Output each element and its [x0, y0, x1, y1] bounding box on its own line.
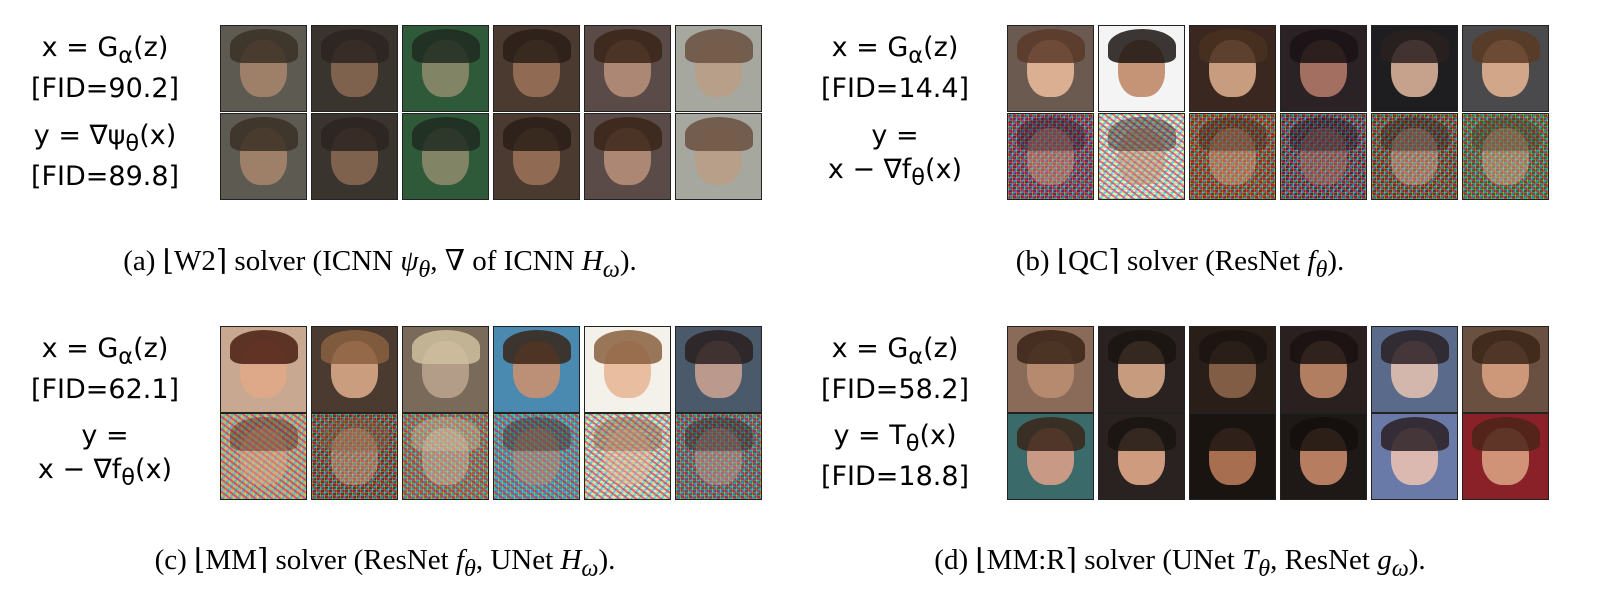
face-image	[493, 326, 580, 413]
face-image	[584, 113, 671, 200]
label-line-1: y = Tθ(x)	[833, 419, 957, 457]
row-label: x = Gα(z) [FID=90.2]	[0, 25, 210, 112]
noisy-image	[1462, 113, 1549, 200]
face-image	[493, 113, 580, 200]
face-image	[1098, 25, 1185, 112]
noisy-image	[1007, 113, 1094, 200]
face-image	[1189, 326, 1276, 413]
face-image	[1462, 25, 1549, 112]
label-line-1: x = Gα(z)	[41, 332, 169, 370]
panel-b-row-generated: x = Gα(z) [FID=14.4]	[790, 25, 1550, 112]
face-image	[1371, 25, 1458, 112]
label-line-2: [FID=18.8]	[820, 461, 970, 493]
label-line-1: y = ∇ψθ(x)	[33, 119, 177, 157]
panel-d-row-mapped: y = Tθ(x) [FID=18.8]	[790, 413, 1550, 500]
noisy-image	[675, 413, 762, 500]
face-image	[1280, 326, 1367, 413]
panel-c-row-mapped: y = x − ∇fθ(x)	[0, 413, 762, 500]
image-strip	[1007, 25, 1549, 112]
noisy-image	[311, 413, 398, 500]
face-image	[311, 113, 398, 200]
noisy-image	[220, 413, 307, 500]
face-image	[220, 25, 307, 112]
image-strip	[220, 413, 762, 500]
face-image	[1371, 413, 1458, 500]
face-image	[402, 25, 489, 112]
face-image	[1462, 326, 1549, 413]
caption-c: (c) ⌊MM⌉ solver (ResNet fθ, UNet Hω).	[154, 544, 616, 582]
face-image	[675, 113, 762, 200]
face-image	[311, 25, 398, 112]
row-label: y = x − ∇fθ(x)	[790, 113, 1000, 200]
face-image	[402, 326, 489, 413]
label-line-2: [FID=89.8]	[30, 161, 180, 193]
panel-d-row-generated: x = Gα(z) [FID=58.2]	[790, 326, 1550, 413]
face-image	[220, 113, 307, 200]
row-label: x = Gα(z) [FID=14.4]	[790, 25, 1000, 112]
caption-b: (b) ⌊QC⌉ solver (ResNet fθ).	[1015, 245, 1345, 283]
noisy-image	[1371, 113, 1458, 200]
label-line-2: [FID=62.1]	[30, 374, 180, 406]
row-label: y = x − ∇fθ(x)	[0, 413, 210, 500]
noisy-image	[493, 413, 580, 500]
label-line-2: x − ∇fθ(x)	[827, 153, 963, 191]
label-line-2: [FID=90.2]	[30, 73, 180, 105]
noisy-image	[584, 413, 671, 500]
noisy-image	[402, 413, 489, 500]
row-label: y = Tθ(x) [FID=18.8]	[790, 413, 1000, 500]
face-image	[220, 326, 307, 413]
image-strip	[220, 326, 762, 413]
label-line-1: x = Gα(z)	[831, 332, 959, 370]
face-image	[675, 25, 762, 112]
face-image	[1280, 25, 1367, 112]
face-image	[1098, 413, 1185, 500]
label-line-2: [FID=58.2]	[820, 374, 970, 406]
image-strip	[220, 25, 762, 112]
label-line-1: y =	[81, 419, 129, 451]
panel-b-row-mapped: y = x − ∇fθ(x)	[790, 113, 1550, 200]
face-image	[584, 326, 671, 413]
label-line-2: x − ∇fθ(x)	[37, 453, 173, 491]
face-image	[1098, 326, 1185, 413]
image-strip	[1007, 326, 1549, 413]
row-label: x = Gα(z) [FID=58.2]	[790, 326, 1000, 413]
face-image	[1280, 413, 1367, 500]
face-image	[1007, 25, 1094, 112]
caption-d: (d) ⌊MM:R⌉ solver (UNet Tθ, ResNet gω).	[934, 544, 1426, 582]
face-image	[311, 326, 398, 413]
face-image	[402, 113, 489, 200]
noisy-image	[1098, 113, 1185, 200]
row-label: y = ∇ψθ(x) [FID=89.8]	[0, 113, 210, 200]
noisy-image	[1280, 113, 1367, 200]
caption-a: (a) ⌊W2⌉ solver (ICNN ψθ, ∇ of ICNN Hω).	[123, 245, 637, 283]
label-line-1: x = Gα(z)	[831, 31, 959, 69]
face-image	[493, 25, 580, 112]
face-image	[1189, 413, 1276, 500]
row-label: x = Gα(z) [FID=62.1]	[0, 326, 210, 413]
label-line-1: y =	[871, 119, 919, 151]
face-image	[1371, 326, 1458, 413]
image-strip	[220, 113, 762, 200]
image-strip	[1007, 113, 1549, 200]
face-image	[1007, 413, 1094, 500]
panel-c-row-generated: x = Gα(z) [FID=62.1]	[0, 326, 762, 413]
face-image	[1007, 326, 1094, 413]
panel-a-row-mapped: y = ∇ψθ(x) [FID=89.8]	[0, 113, 762, 200]
label-line-1: x = Gα(z)	[41, 31, 169, 69]
noisy-image	[1189, 113, 1276, 200]
image-strip	[1007, 413, 1549, 500]
face-image	[675, 326, 762, 413]
label-line-2: [FID=14.4]	[820, 73, 970, 105]
face-image	[1462, 413, 1549, 500]
panel-a-row-generated: x = Gα(z) [FID=90.2]	[0, 25, 762, 112]
face-image	[584, 25, 671, 112]
face-image	[1189, 25, 1276, 112]
